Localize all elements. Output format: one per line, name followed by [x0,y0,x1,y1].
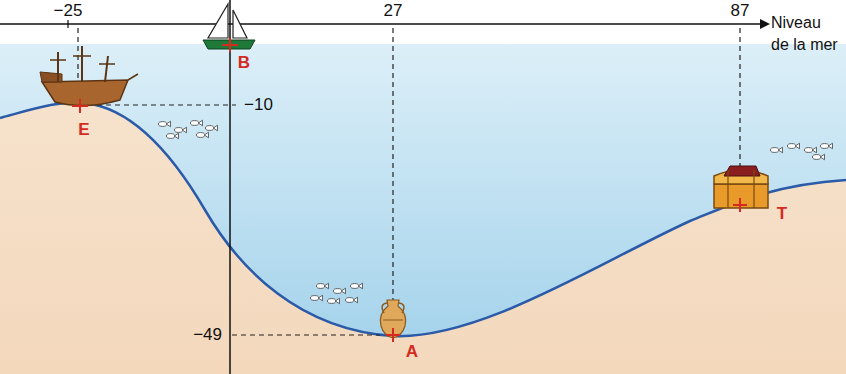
point-name: B [238,53,250,73]
amphora [380,300,405,342]
sea-floor-line [0,102,846,336]
amphora-handle [399,303,404,313]
fish-school [158,120,217,139]
shipwreck [40,46,138,113]
fish [820,143,832,149]
guide-line [739,28,740,168]
sea-floor [0,102,846,374]
fish [350,283,362,289]
ship-mast [81,46,83,82]
ship-mast [105,56,108,82]
ship-yard [50,59,66,61]
fish [770,147,782,153]
fish [174,127,186,133]
point-name: E [78,120,89,140]
sail [208,4,228,38]
ship-yard [73,55,91,57]
fish [166,133,178,139]
amphora-band [383,320,403,321]
point-cross [739,198,741,212]
point-name: A [406,342,418,362]
fish [345,297,357,303]
amphora-handle [382,303,387,313]
sea-level-axis [0,23,762,25]
fish [327,298,339,304]
fish [310,295,322,301]
ship-hull [42,80,128,106]
ship-mast [57,52,59,82]
fish [190,120,202,126]
fish [158,121,170,127]
axis-value: 87 [731,1,750,21]
guide-line [88,104,236,105]
ship-yard [99,63,115,65]
sailboat [203,4,255,52]
axis-name: Niveau de la mer [771,12,843,55]
fish [812,154,824,160]
sea-water [0,44,846,374]
point-cross [79,99,81,113]
treasure-chest [714,166,768,212]
fish-school [310,283,362,304]
point-name: T [777,204,787,224]
tick [67,20,68,28]
axis-value: 27 [384,1,403,21]
sail [233,10,247,38]
fish [205,125,217,131]
guide-lines [78,28,740,335]
axis-value: −49 [193,325,222,345]
axis-value: −10 [244,95,273,115]
axis-value: −25 [54,1,83,21]
ship-bowsprit [128,74,138,80]
chest-strap [753,170,754,208]
fish [196,132,208,138]
fish [787,143,799,149]
vertical-axis [229,0,231,374]
chest-strap [727,170,728,208]
fish [333,288,345,294]
point-cross [229,38,231,52]
axis-arrow [760,19,770,29]
guide-line [232,334,380,335]
guide-line [392,28,393,300]
fish [316,283,328,289]
point-cross [392,328,394,342]
fish-school [770,143,832,160]
fish [804,147,816,153]
